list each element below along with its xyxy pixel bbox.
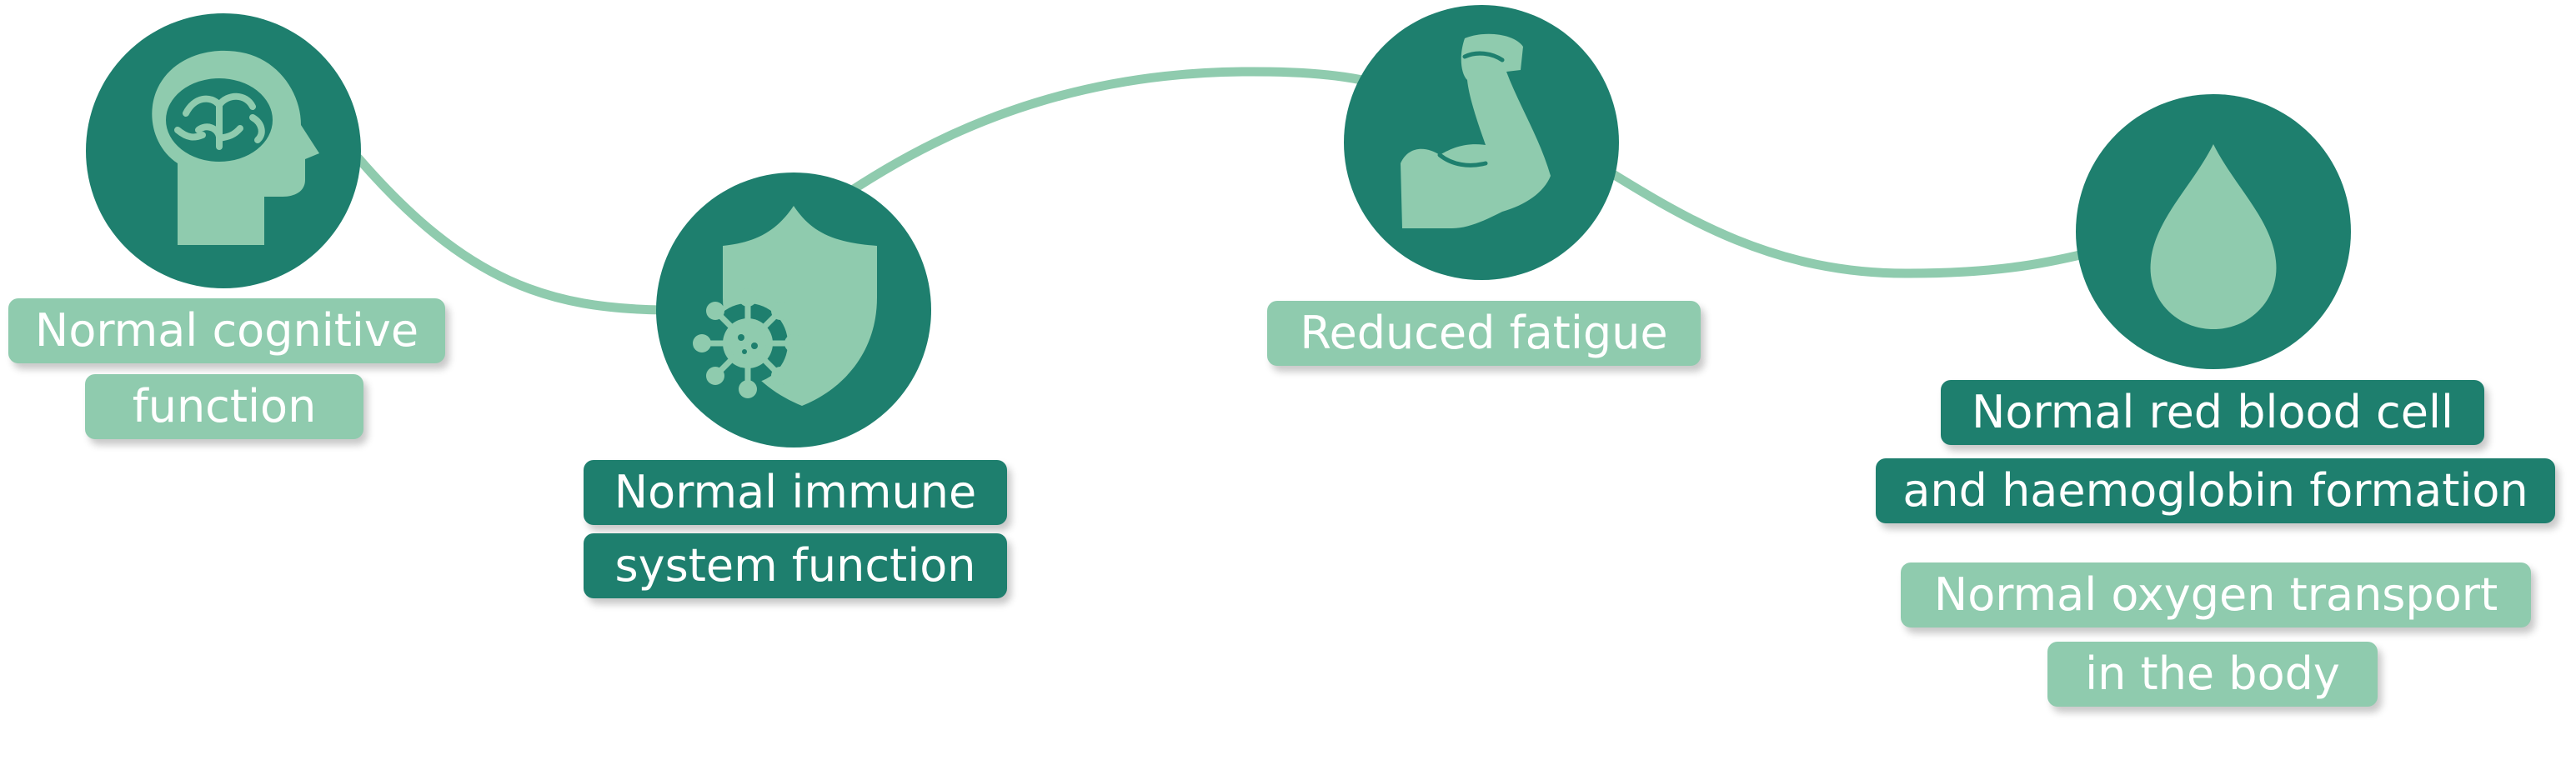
circle-drop bbox=[2076, 94, 2351, 369]
circle-shield bbox=[656, 172, 931, 448]
blood-drop-icon bbox=[2150, 144, 2277, 329]
brain-head-icon bbox=[152, 50, 319, 245]
label-blood-2: and haemoglobin formation bbox=[1876, 458, 2555, 523]
label-blood-1: Normal red blood cell bbox=[1941, 380, 2484, 445]
flexed-arm-icon bbox=[1401, 33, 1551, 228]
label-fatigue-1: Reduced fatigue bbox=[1267, 301, 1701, 366]
label-cognitive-2: function bbox=[85, 374, 363, 439]
circle-arm bbox=[1344, 5, 1619, 280]
circle-brain bbox=[86, 13, 361, 288]
label-oxygen-2: in the body bbox=[2047, 642, 2378, 707]
label-cognitive-1: Normal cognitive bbox=[8, 298, 445, 363]
label-oxygen-1: Normal oxygen transport bbox=[1901, 562, 2531, 628]
shield-virus-icon bbox=[693, 206, 877, 406]
label-immune-2: system function bbox=[584, 533, 1007, 598]
label-immune-1: Normal immune bbox=[584, 460, 1007, 525]
